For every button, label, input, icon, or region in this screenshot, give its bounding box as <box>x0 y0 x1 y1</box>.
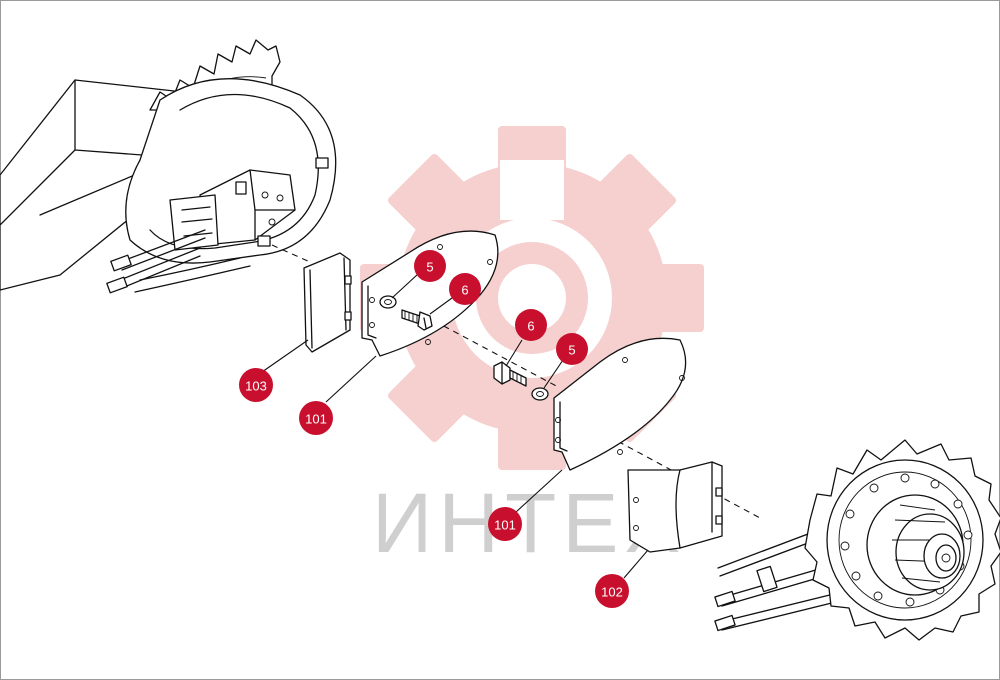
leader-lines <box>261 273 649 579</box>
callout-5-middle: 5 <box>556 333 588 365</box>
callout-103: 103 <box>239 368 273 402</box>
part-102-guard-plate <box>627 461 723 553</box>
callout-6-middle: 6 <box>515 309 547 341</box>
left-drive-assembly <box>0 39 337 294</box>
right-sprocket-assembly <box>714 439 1000 641</box>
part-101-cover-plate-right <box>553 337 687 471</box>
svg-text:5: 5 <box>568 343 575 358</box>
callout-102: 102 <box>595 574 629 608</box>
svg-text:5: 5 <box>426 260 433 275</box>
callout-5-left: 5 <box>414 250 446 282</box>
svg-text:103: 103 <box>245 379 267 394</box>
svg-text:101: 101 <box>494 518 516 533</box>
part-101-cover-plate-left <box>361 230 499 357</box>
callout-101-right: 101 <box>488 507 522 541</box>
part-5-washer-left <box>379 295 397 309</box>
assembly-axis-bolt <box>394 299 561 389</box>
part-5-washer-middle <box>531 387 549 401</box>
part-6-bolt-left <box>401 309 433 331</box>
callout-6-left: 6 <box>449 273 481 305</box>
callout-101-left: 101 <box>299 401 333 435</box>
svg-text:102: 102 <box>601 585 623 600</box>
part-103-bracket-plate <box>303 252 352 353</box>
part-6-bolt-middle <box>493 361 527 387</box>
assembly-axis-left <box>271 244 311 263</box>
svg-text:6: 6 <box>527 319 534 334</box>
svg-text:101: 101 <box>305 412 327 427</box>
svg-text:6: 6 <box>461 283 468 298</box>
